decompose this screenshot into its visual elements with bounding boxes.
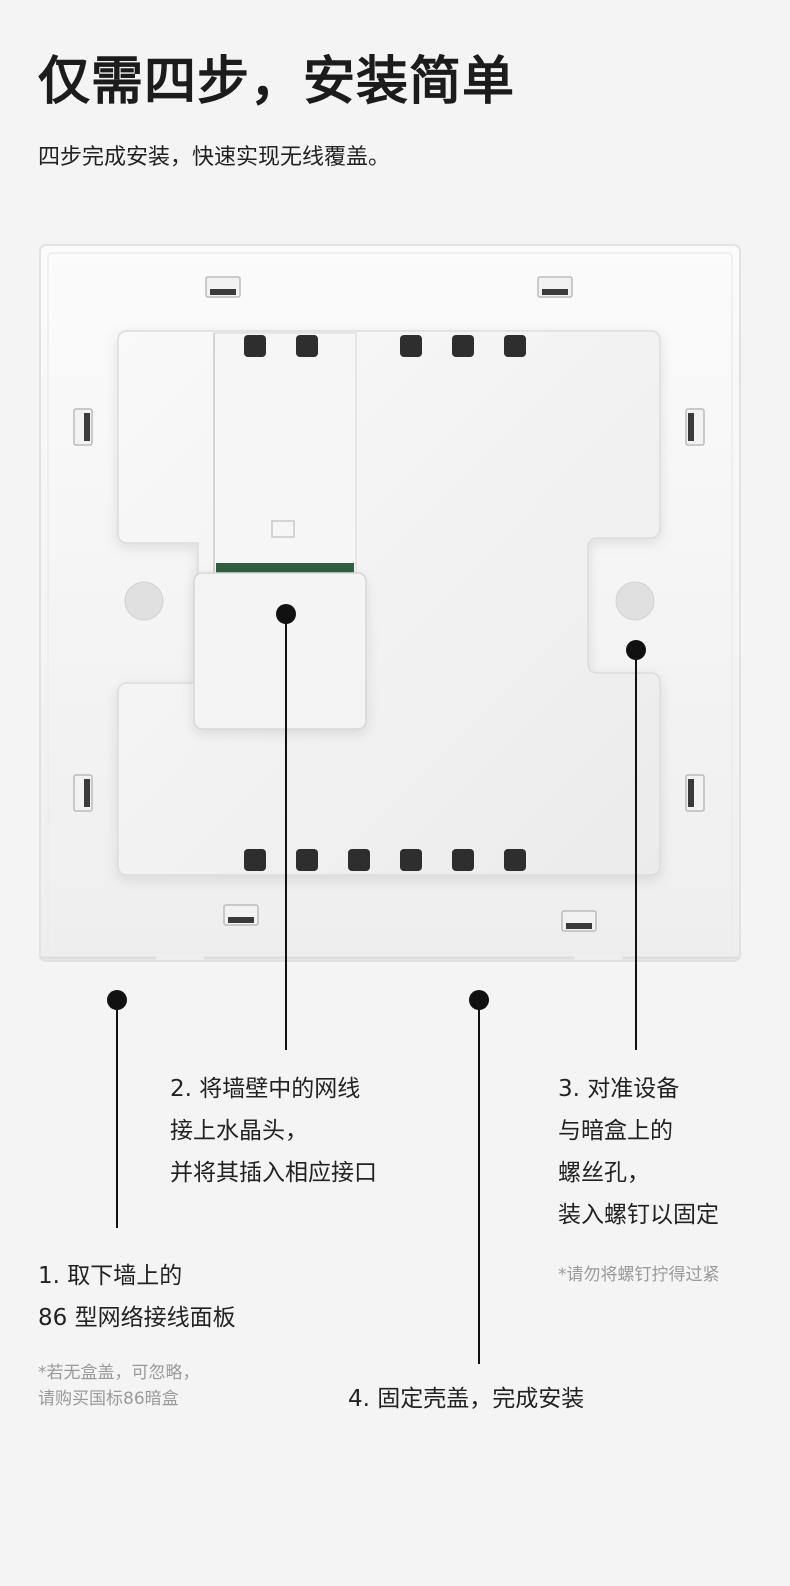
leader-line-4 — [478, 1002, 480, 1364]
marker-dot-1 — [107, 990, 127, 1010]
step-3-text: 3. 对准设备 与暗盒上的 螺丝孔， 装入螺钉以固定 — [558, 1076, 719, 1228]
top-vents — [244, 335, 526, 357]
marker-dot-3 — [626, 640, 646, 660]
step-2-text: 2. 将墙壁中的网线 接上水晶头， 并将其插入相应接口 — [170, 1076, 377, 1186]
page-subtitle: 四步完成安装，快速实现无线覆盖。 — [38, 145, 391, 170]
marker-dot-2 — [276, 604, 296, 624]
right-screw-hole — [615, 581, 655, 621]
ethernet-port-block — [193, 572, 367, 730]
step-4-text: 4. 固定壳盖，完成安装 — [348, 1386, 585, 1412]
marker-dot-4 — [469, 990, 489, 1010]
step-1-note: *若无盒盖，可忽略， 请购买国标86暗盒 — [38, 1363, 200, 1409]
leader-line-2 — [285, 616, 287, 1050]
page-title: 仅需四步，安装简单 — [38, 52, 516, 112]
leader-line-1 — [116, 1002, 118, 1228]
step-1-text: 1. 取下墙上的 86 型网络接线面板 — [38, 1263, 236, 1331]
router-backplate-illustration — [39, 244, 741, 962]
pcb-strip — [216, 563, 354, 575]
bottom-vents — [244, 849, 526, 871]
leader-line-3 — [635, 652, 637, 1050]
left-screw-hole — [124, 581, 164, 621]
step-3-note: *请勿将螺钉拧得过紧 — [558, 1265, 720, 1285]
